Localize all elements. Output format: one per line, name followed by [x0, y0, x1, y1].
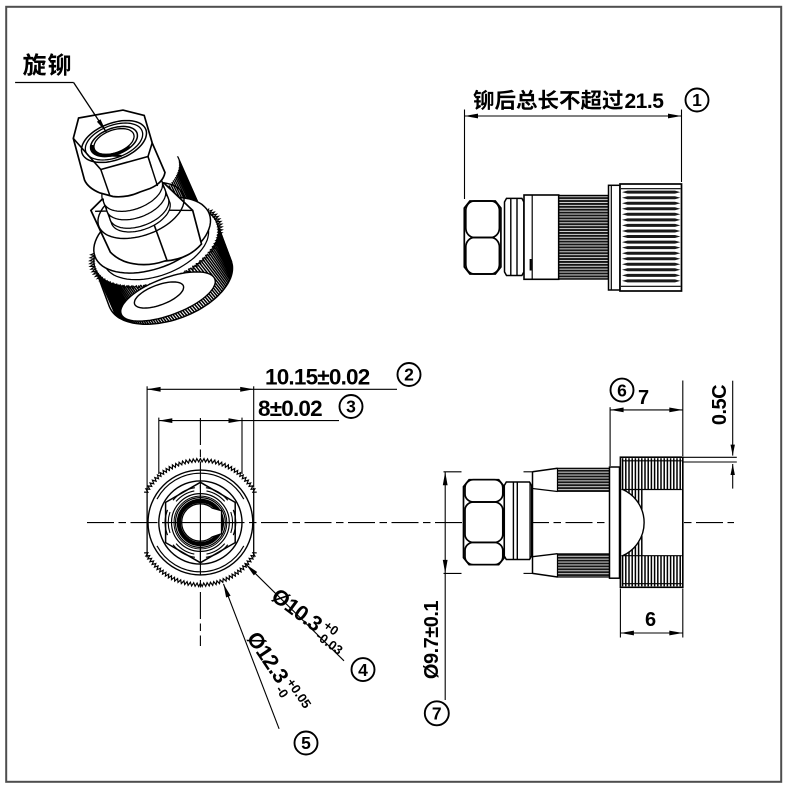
svg-text:6: 6 — [617, 380, 627, 400]
svg-text:1: 1 — [692, 90, 702, 110]
svg-text:+0: +0 — [321, 618, 342, 639]
svg-text:8±0.02: 8±0.02 — [258, 396, 322, 421]
svg-text:6: 6 — [645, 609, 656, 631]
svg-text:3: 3 — [346, 397, 356, 417]
svg-text:21.5: 21.5 — [625, 90, 665, 113]
svg-text:7: 7 — [638, 387, 649, 409]
svg-text:0.5C: 0.5C — [709, 385, 731, 425]
svg-text:7: 7 — [432, 704, 442, 724]
svg-text:2: 2 — [404, 365, 414, 385]
svg-text:Ø9.7±0.1: Ø9.7±0.1 — [421, 601, 443, 680]
svg-text:5: 5 — [301, 733, 311, 753]
svg-text:4: 4 — [358, 660, 368, 680]
svg-text:10.15±0.02: 10.15±0.02 — [265, 365, 370, 390]
